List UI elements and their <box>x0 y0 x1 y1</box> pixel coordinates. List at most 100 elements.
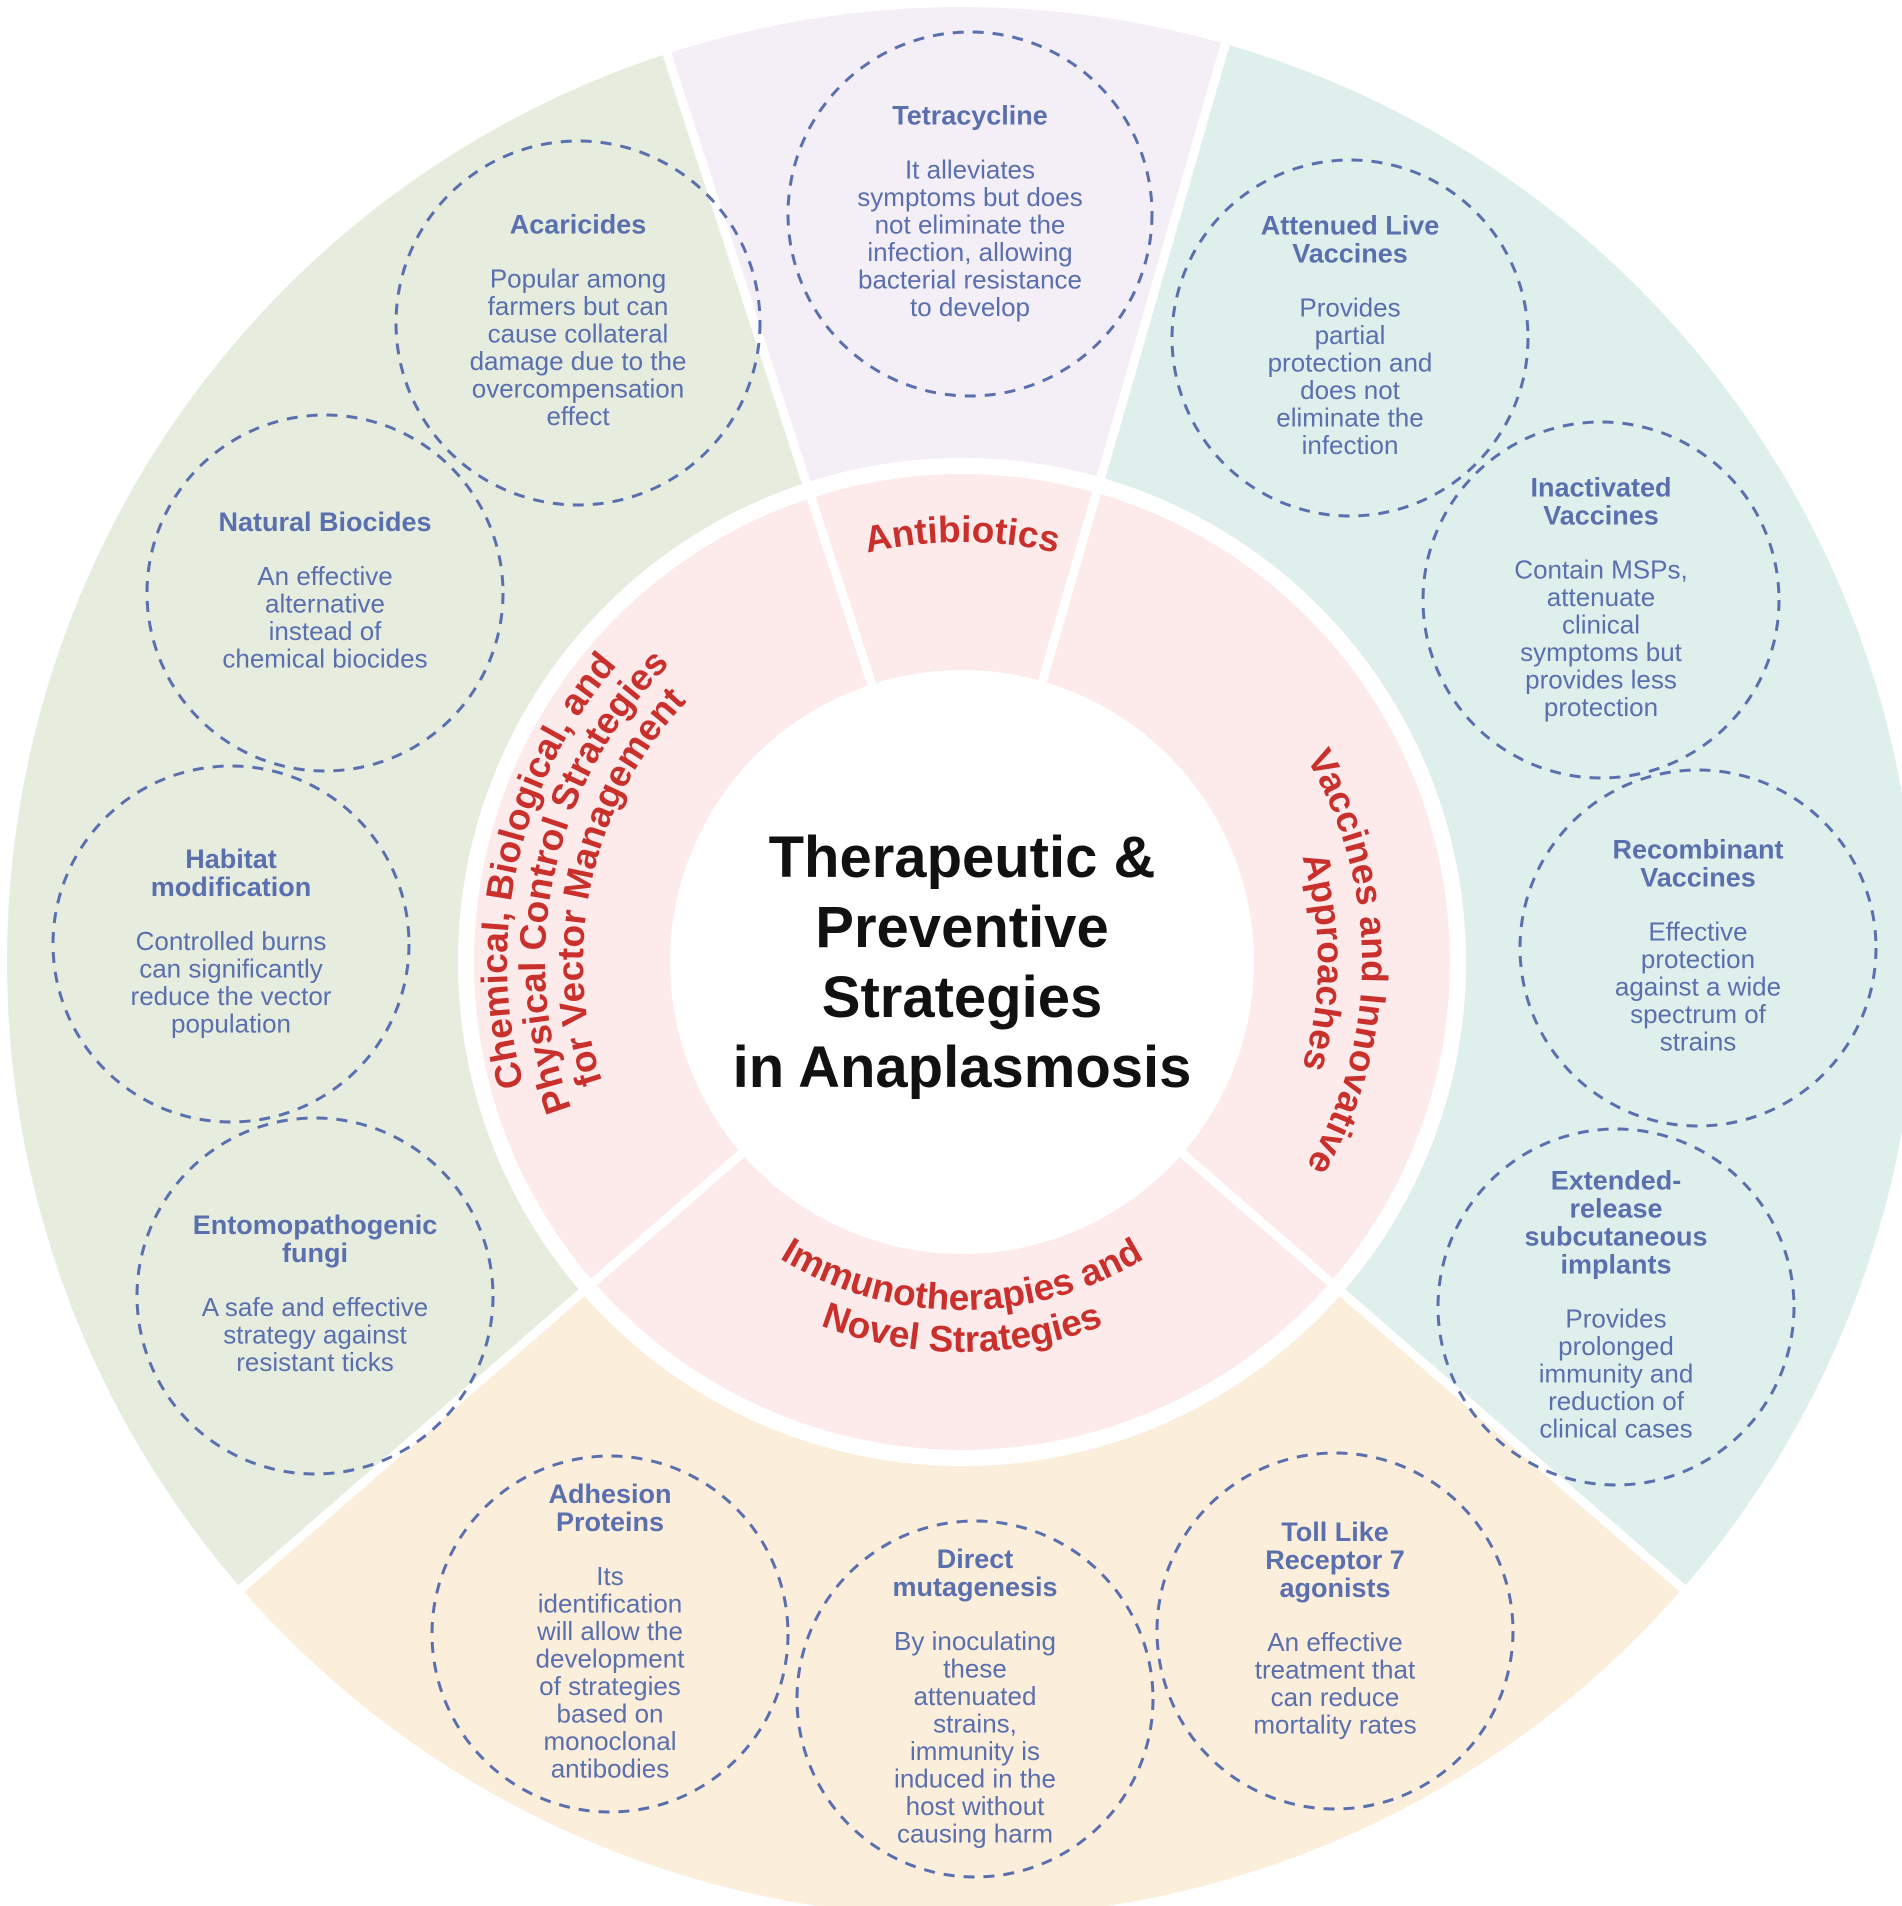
item-description: symptoms but does <box>857 182 1082 212</box>
item-title: Natural Biocides <box>218 507 431 537</box>
item-description: reduction of <box>1548 1386 1685 1416</box>
sector-vector-management <box>6 53 807 1589</box>
item-title: Receptor 7 <box>1265 1545 1405 1575</box>
title-line: Preventive <box>815 895 1108 960</box>
sector-antibiotics <box>666 6 1226 483</box>
item-description: infection <box>1302 430 1399 460</box>
item-title: subcutaneous <box>1524 1221 1707 1251</box>
item-title: Tetracycline <box>892 101 1048 131</box>
item-description: overcompensation <box>472 374 684 404</box>
item-description: chemical biocides <box>222 644 427 674</box>
item-description: reduce the vector <box>131 981 332 1011</box>
item-description: will allow the <box>536 1616 683 1646</box>
item-title: Vaccines <box>1292 239 1408 269</box>
strategy-item: RecombinantVaccinesEffectiveprotectionag… <box>1518 768 1878 1128</box>
dashed-circle <box>1155 1451 1515 1811</box>
dashed-circle <box>145 413 505 773</box>
item-description: Controlled burns <box>136 926 327 956</box>
item-description: resistant ticks <box>236 1347 394 1377</box>
item-description: does not <box>1300 375 1401 405</box>
item-description: It alleviates <box>905 155 1035 185</box>
item-description: these <box>943 1654 1007 1684</box>
item-description: immunity and <box>1539 1358 1694 1388</box>
item-description: damage due to the <box>470 346 687 376</box>
item-description: Popular among <box>490 264 666 294</box>
item-description: eliminate the <box>1276 403 1423 433</box>
item-title: Toll Like <box>1281 1517 1389 1547</box>
item-description: effect <box>546 401 610 431</box>
item-description: bacterial resistance <box>858 265 1082 295</box>
item-title: Adhesion <box>548 1479 671 1509</box>
strategy-item: Extended-releasesubcutaneousimplantsProv… <box>1436 1127 1796 1487</box>
title-line: Strategies <box>822 965 1102 1030</box>
item-description: attenuate <box>1547 582 1655 612</box>
item-description: not eliminate the <box>875 210 1066 240</box>
dashed-circle <box>1518 768 1878 1128</box>
item-title: Recombinant <box>1612 834 1783 864</box>
item-description: based on <box>557 1699 664 1729</box>
item-title: Inactivated <box>1530 473 1671 503</box>
item-description: population <box>171 1009 291 1039</box>
item-description: immunity is <box>910 1736 1040 1766</box>
item-description: mortality rates <box>1253 1710 1416 1740</box>
item-title: Entomopathogenic <box>193 1210 438 1240</box>
item-title: implants <box>1560 1249 1671 1279</box>
dashed-circle <box>430 1454 790 1814</box>
item-description: induced in the <box>894 1764 1056 1794</box>
item-description: attenuated <box>914 1681 1037 1711</box>
item-description: clinical cases <box>1539 1413 1692 1443</box>
dashed-circle <box>786 30 1154 398</box>
item-description: monoclonal <box>544 1726 677 1756</box>
item-title: fungi <box>282 1238 348 1268</box>
center-disc <box>670 670 1254 1254</box>
dashed-circle <box>135 1116 495 1476</box>
item-description: against a wide <box>1615 971 1781 1001</box>
divider-se <box>1177 1148 1691 1596</box>
divider-sw <box>233 1148 747 1596</box>
item-title: Habitat <box>185 844 277 874</box>
strategy-item: Attenued LiveVaccinesProvidespartialprot… <box>1170 158 1530 518</box>
item-description: development <box>536 1644 686 1674</box>
item-title: Proteins <box>556 1507 664 1537</box>
item-description: prolonged <box>1558 1331 1674 1361</box>
sector-immunotherapies <box>241 1292 1683 1906</box>
item-description: provides less <box>1525 665 1677 695</box>
item-description: strains <box>1660 1026 1737 1056</box>
item-title: Extended- <box>1551 1165 1682 1195</box>
item-title: modification <box>151 872 312 902</box>
dashed-circle <box>1436 1127 1796 1487</box>
divider-ne <box>1037 36 1232 685</box>
title-line: Therapeutic & <box>769 825 1156 890</box>
item-description: protection <box>1544 692 1658 722</box>
item-description: of strategies <box>539 1671 681 1701</box>
dashed-circle <box>394 139 762 507</box>
item-title: agonists <box>1279 1573 1390 1603</box>
item-description: protection <box>1641 944 1755 974</box>
dashed-circle <box>51 764 411 1124</box>
divider-nw <box>660 46 877 688</box>
item-title: Vaccines <box>1543 501 1659 531</box>
item-description: Its <box>596 1561 623 1591</box>
item-description: identification <box>538 1589 683 1619</box>
item-description: can significantly <box>139 954 323 984</box>
item-description: protection and <box>1268 348 1433 378</box>
title-line: in Anaplasmosis <box>733 1035 1192 1100</box>
item-title: Direct <box>937 1544 1014 1574</box>
item-title: Attenued Live <box>1261 211 1440 241</box>
item-description: to develop <box>910 292 1030 322</box>
item-description: Contain MSPs, <box>1514 555 1687 585</box>
item-description: can reduce <box>1271 1682 1400 1712</box>
item-description: cause collateral <box>488 319 669 349</box>
dashed-circle <box>795 1519 1155 1879</box>
item-description: antibodies <box>551 1754 670 1784</box>
item-description: host without <box>906 1791 1046 1821</box>
